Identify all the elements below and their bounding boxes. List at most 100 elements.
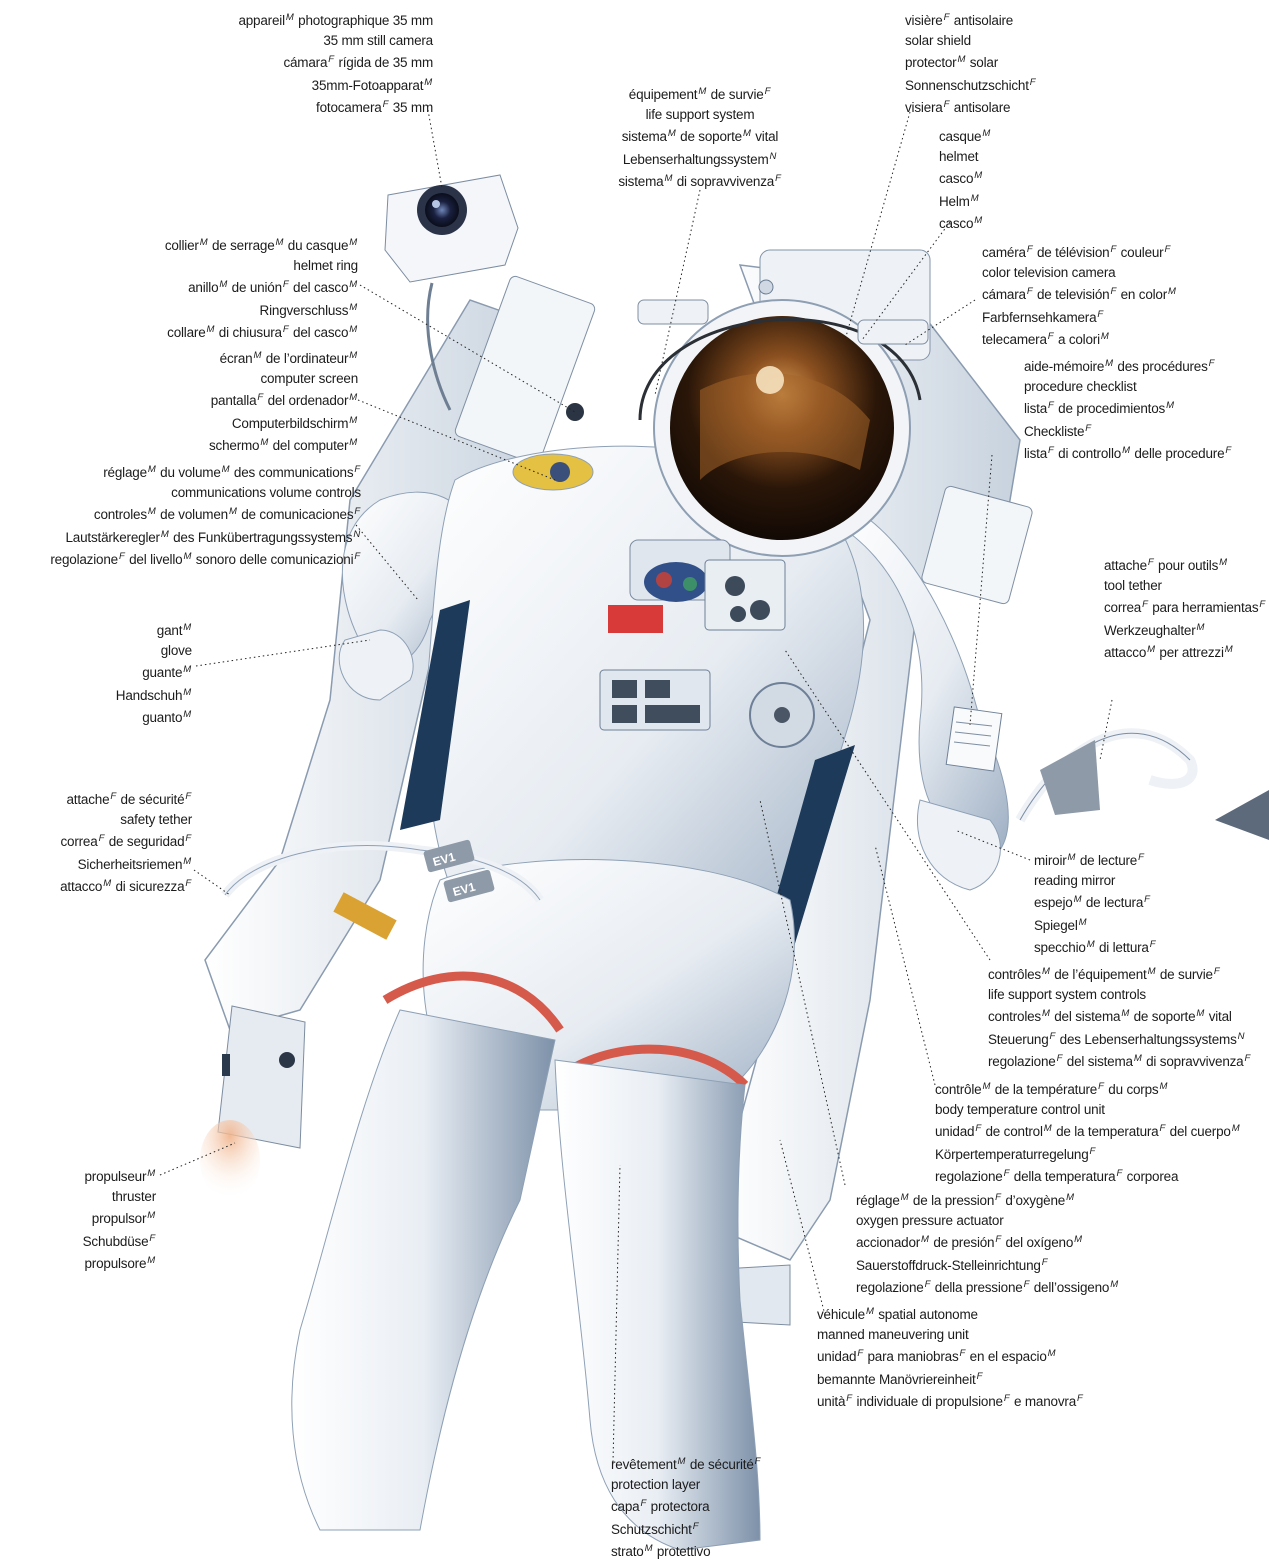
label-line: FarbfernsehkameraF <box>982 305 1177 328</box>
label-line: propulseurM <box>83 1164 156 1187</box>
label-line: stratoM protettivo <box>611 1539 761 1562</box>
label-line: visieraF antisolare <box>905 95 1036 118</box>
label-line: anilloM de uniónF del cascoM <box>165 275 358 298</box>
label-line: visièreF antisolaire <box>905 8 1036 31</box>
label-line: regolazioneF della temperaturaF corporea <box>935 1164 1240 1187</box>
label-line: correaF para herramientasF <box>1104 595 1266 618</box>
label-line: SchutzschichtF <box>611 1517 761 1540</box>
label-line: LebenserhaltungssystemN <box>585 147 815 170</box>
label-line: sistemaM di sopravvivenzaF <box>585 169 815 192</box>
label-line: guanteM <box>116 660 192 683</box>
label-line: miroirM de lectureF <box>1034 848 1156 871</box>
label-line: controlesM del sistemaM de soporteM vita… <box>988 1004 1251 1027</box>
label-line: ComputerbildschirmM <box>209 411 358 434</box>
label-line: guantoM <box>116 705 192 728</box>
label-line: capaF protectora <box>611 1494 761 1517</box>
label-line: protectorM solar <box>905 50 1036 73</box>
label-line: life support system controls <box>988 985 1251 1005</box>
label-line: aide-mémoireM des procéduresF <box>1024 354 1232 377</box>
label-line: écranM de l’ordinateurM <box>209 346 358 369</box>
label-line: pantallaF del ordenadorM <box>209 388 358 411</box>
label-line: bemannte ManövriereinheitF <box>817 1367 1084 1390</box>
label-line: helmet <box>939 147 991 167</box>
label-line: contrôlesM de l’équipementM de survieF <box>988 962 1251 985</box>
label-line: solar shield <box>905 31 1036 51</box>
label-line: specchioM di letturaF <box>1034 935 1156 958</box>
label-line: life support system <box>585 105 815 125</box>
label-line: SchubdüseF <box>83 1229 156 1252</box>
label-line: gantM <box>116 618 192 641</box>
label-line: attaccoM per attrezziM <box>1104 640 1266 663</box>
label-line: espejoM de lecturaF <box>1034 890 1156 913</box>
label-line: correaF de seguridadF <box>60 829 192 852</box>
thruster-unit <box>200 1006 305 1200</box>
label-line: listaF di controlloM delle procedureF <box>1024 441 1232 464</box>
label-line: tool tether <box>1104 576 1266 596</box>
label-line: unitàF individuale di propulsioneF e man… <box>817 1389 1084 1412</box>
label-line: LautstärkereglerM des Funkübertragungssy… <box>50 525 361 548</box>
label-line: helmet ring <box>165 256 358 276</box>
label-line: SonnenschutzschichtF <box>905 73 1036 96</box>
label-line: Sauerstoffdruck-StelleinrichtungF <box>856 1253 1119 1276</box>
label-line: accionadorM de presiónF del oxígenoM <box>856 1230 1119 1253</box>
label-line: ChecklisteF <box>1024 419 1232 442</box>
label-helmet: casqueMhelmetcascoMHelmMcascoM <box>939 124 991 234</box>
label-line: collierM de serrageM du casqueM <box>165 233 358 256</box>
label-line: safety tether <box>60 810 192 830</box>
label-line: appareilM photographique 35 mm <box>238 8 433 31</box>
label-line: thruster <box>83 1187 156 1207</box>
label-line: attacheF de sécuritéF <box>60 787 192 810</box>
label-line: fotocameraF 35 mm <box>238 95 433 118</box>
label-line: propulsoreM <box>83 1251 156 1274</box>
label-line: cascoM <box>939 211 991 234</box>
label-line: attaccoM di sicurezzaF <box>60 874 192 897</box>
label-line: body temperature control unit <box>935 1100 1240 1120</box>
label-line: HandschuhM <box>116 683 192 706</box>
label-line: schermoM del computerM <box>209 433 358 456</box>
label-line: SpiegelM <box>1034 913 1156 936</box>
label-line: collareM di chiusuraF del cascoM <box>165 320 358 343</box>
label-line: computer screen <box>209 369 358 389</box>
label-line: controlesM de volumenM de comunicaciones… <box>50 502 361 525</box>
label-line: telecameraF a coloriM <box>982 327 1177 350</box>
label-line: équipementM de survieF <box>585 82 815 105</box>
label-line: 35 mm still camera <box>238 31 433 51</box>
label-line: protection layer <box>611 1475 761 1495</box>
label-line: glove <box>116 641 192 661</box>
label-line: sistemaM de soporteM vital <box>585 124 815 147</box>
label-line: regolazioneF del livelloM sonoro delle c… <box>50 547 361 570</box>
label-line: unidadF para maniobrasF en el espacioM <box>817 1344 1084 1367</box>
label-solar-shield: visièreF antisolairesolar shieldprotecto… <box>905 8 1036 118</box>
label-line: regolazioneF della pressioneF dell’ossig… <box>856 1275 1119 1298</box>
label-line: communications volume controls <box>50 483 361 503</box>
label-line: réglageM de la pressionF d’oxygèneM <box>856 1188 1119 1211</box>
label-line: casqueM <box>939 124 991 147</box>
label-line: cámaraF rígida de 35 mm <box>238 50 433 73</box>
label-line: listaF de procedimientosM <box>1024 396 1232 419</box>
label-line: procedure checklist <box>1024 377 1232 397</box>
label-line: propulsorM <box>83 1206 156 1229</box>
label-line: WerkzeughalterM <box>1104 618 1266 641</box>
label-line: véhiculeM spatial autonome <box>817 1302 1084 1325</box>
label-line: unidadF de controlM de la temperaturaF d… <box>935 1119 1240 1142</box>
label-line: SteuerungF des LebenserhaltungssystemsN <box>988 1027 1251 1050</box>
label-line: reading mirror <box>1034 871 1156 891</box>
label-line: réglageM du volumeM des communicationsF <box>50 460 361 483</box>
label-line: attacheF pour outilsM <box>1104 553 1266 576</box>
label-line: 35mm-FotoapparatM <box>238 73 433 96</box>
label-line: caméraF de télévisionF couleurF <box>982 240 1177 263</box>
